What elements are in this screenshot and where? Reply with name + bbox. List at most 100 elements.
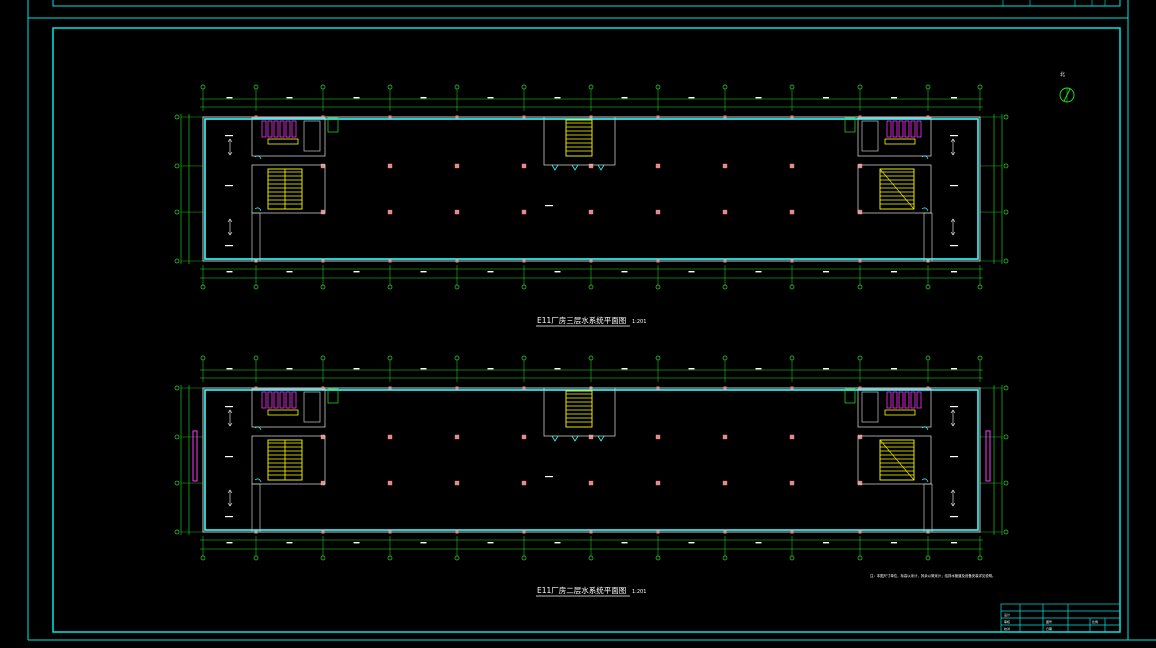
grid-bubble [977, 284, 983, 290]
structural-column [655, 434, 661, 440]
floor-plan-upper[interactable] [174, 84, 1009, 290]
grid-bubble [320, 355, 326, 361]
center-stair-core [543, 116, 616, 166]
dimension-text [621, 97, 628, 99]
wall-column [858, 386, 862, 390]
wall-column [926, 386, 930, 390]
grid-bubble [588, 284, 594, 290]
door-swing [254, 478, 262, 483]
dimension-text [554, 97, 561, 99]
stair-rail [879, 439, 915, 481]
wall-column [589, 530, 593, 534]
dimension-text [891, 97, 897, 99]
wall-column [321, 530, 325, 534]
toilet-fixture [285, 120, 291, 138]
grid-bubble [174, 114, 180, 120]
room-label-mark [225, 245, 233, 247]
grid-bubble [789, 284, 795, 290]
grid-bubble [1003, 209, 1009, 215]
dimension-text [487, 542, 494, 544]
sink-counter [267, 409, 299, 416]
dimension-text [420, 271, 427, 273]
grid-bubble [925, 84, 931, 90]
center-stairs [565, 119, 593, 157]
structural-column [387, 163, 393, 169]
arrow-marker [227, 231, 233, 236]
structural-column [789, 209, 795, 215]
grid-bubble [857, 555, 863, 561]
structural-column [588, 163, 594, 169]
wall-column [522, 259, 526, 263]
dimension-text [226, 97, 233, 99]
wall-column [455, 530, 459, 534]
grid-bubble [722, 84, 728, 90]
plan-title-upper: E11厂房三层水系统平面图 [537, 315, 626, 325]
wall-column [455, 386, 459, 390]
toilet-fixture [898, 120, 904, 138]
wall-column [254, 386, 258, 390]
dimension-text [951, 368, 957, 370]
wall-column [321, 115, 325, 119]
structural-column [454, 434, 460, 440]
grid-bubble [789, 355, 795, 361]
corridor-wall [923, 212, 933, 262]
grid-bubble [722, 355, 728, 361]
structural-column [857, 434, 863, 440]
dimension-text [621, 271, 628, 273]
dimension-text [951, 97, 957, 99]
grid-bubble [1003, 434, 1009, 440]
wall-column [790, 115, 794, 119]
dimension-text [420, 97, 427, 99]
door-swing [254, 155, 262, 160]
grid-bubble [588, 355, 594, 361]
door-swing [597, 164, 605, 171]
grid-bubble [454, 355, 460, 361]
grid-bubble [925, 555, 931, 561]
toilet-fixture [273, 120, 279, 138]
arrow-marker [950, 138, 956, 143]
wall-column [321, 259, 325, 263]
grid-bubble [977, 555, 983, 561]
wall-column [388, 530, 392, 534]
dimension-text [688, 271, 695, 273]
grid-bubble [1003, 529, 1009, 535]
grid-bubble [655, 84, 661, 90]
arrow-marker [227, 409, 233, 414]
dimension-text [891, 542, 897, 544]
arrow-marker [950, 231, 956, 236]
wall-column [388, 115, 392, 119]
top-title-block [1002, 0, 1106, 6]
toilet-fixture [291, 120, 297, 138]
room-label-mark [545, 476, 553, 478]
structural-column [387, 209, 393, 215]
sink-counter [884, 138, 916, 145]
toilet-fixture [898, 391, 904, 409]
structural-column [320, 434, 326, 440]
corridor-wall [923, 483, 933, 533]
structural-column [789, 163, 795, 169]
dimension-text [554, 271, 561, 273]
structural-column [722, 163, 728, 169]
floor-plan-lower[interactable] [174, 355, 1009, 561]
room-label-mark [950, 406, 958, 408]
north-arrow-icon: 北 [1059, 71, 1075, 103]
structural-column [655, 163, 661, 169]
arrow-marker [227, 138, 233, 143]
left-restroom-core [251, 388, 326, 428]
dimension-text [420, 368, 427, 370]
wall-column [858, 115, 862, 119]
grid-bubble [1003, 480, 1009, 486]
dimension-text [487, 368, 494, 370]
title-block-cell-1: 设计 [1004, 612, 1010, 617]
dimension-text [286, 271, 293, 273]
wall-column [790, 530, 794, 534]
wall-column [723, 386, 727, 390]
title-block [1000, 603, 1121, 633]
grid-bubble [320, 555, 326, 561]
title-block-cell-5: 日期 [1046, 626, 1052, 631]
grid-bubble [200, 84, 206, 90]
structural-column [857, 163, 863, 169]
toilet-fixture [279, 391, 285, 409]
dimension-text [755, 542, 762, 544]
